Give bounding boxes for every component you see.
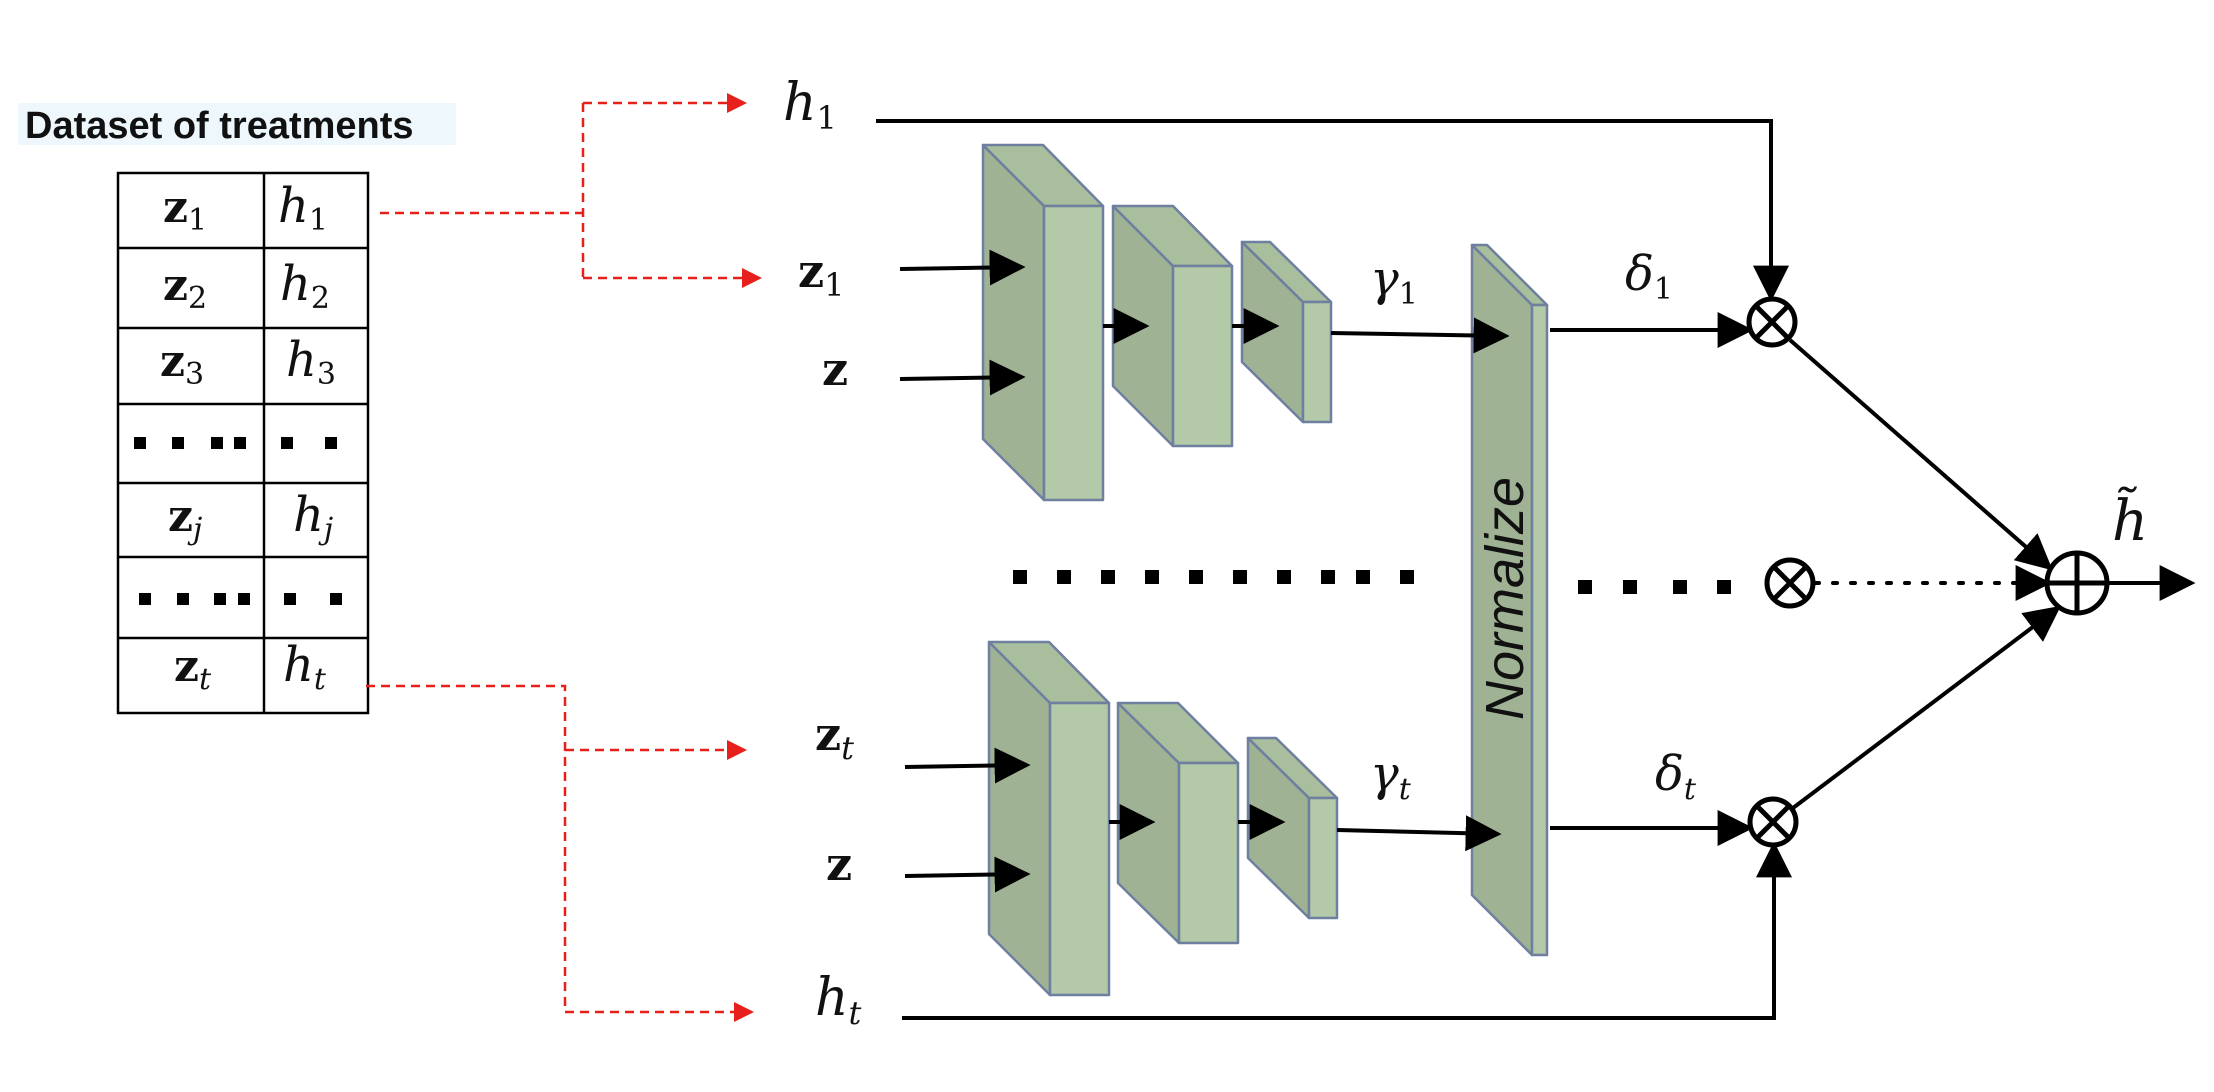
network-top xyxy=(981,143,1333,502)
title-highlight xyxy=(18,103,456,145)
deltat-label: δt xyxy=(1655,746,1697,807)
gammat-label: γt xyxy=(1370,746,1412,807)
table-row: z2 xyxy=(163,260,207,316)
table-row: z3 xyxy=(160,336,204,392)
input-z-label: z xyxy=(822,342,848,396)
normalize-label: Normalize xyxy=(1475,477,1535,720)
table-row: h2 xyxy=(280,256,330,316)
connections-bottom xyxy=(902,605,2061,1020)
output-label: h̃ xyxy=(2112,486,2148,554)
dataset-table: z1 h1 z2 h2 z3 h3 zj hj zt ht xyxy=(116,171,370,715)
input-h1-label: h1 xyxy=(783,73,837,137)
table-row: zj xyxy=(168,491,202,547)
multiply-node-top xyxy=(1746,296,1798,348)
table-row: ht xyxy=(283,637,327,697)
input-z1-label: z1 xyxy=(798,244,844,304)
middle-ellipsis xyxy=(1013,570,1731,594)
table-row: zt xyxy=(174,641,212,697)
sum-node xyxy=(2044,550,2110,616)
delta1-label: δ1 xyxy=(1625,246,1673,307)
table-row: h1 xyxy=(278,178,328,238)
dataset-title: Dataset of treatments xyxy=(25,105,414,147)
input-zt-label: zt xyxy=(815,707,854,767)
connections-top xyxy=(876,119,2053,571)
ellipsis-dots xyxy=(139,593,342,605)
ellipsis-dots xyxy=(134,437,337,449)
gamma1-label: γ1 xyxy=(1370,251,1418,312)
multiply-node-middle xyxy=(1764,557,1816,609)
multiply-node-bottom xyxy=(1747,796,1799,848)
input-z-label: z xyxy=(826,837,852,891)
table-row: hj xyxy=(293,487,333,547)
table-row: h3 xyxy=(286,332,336,392)
input-ht-label: ht xyxy=(815,968,862,1032)
network-bottom xyxy=(987,640,1339,997)
table-row: z1 xyxy=(163,182,207,238)
dashed-connectors xyxy=(366,93,762,1022)
normalize-block xyxy=(1470,243,1549,957)
